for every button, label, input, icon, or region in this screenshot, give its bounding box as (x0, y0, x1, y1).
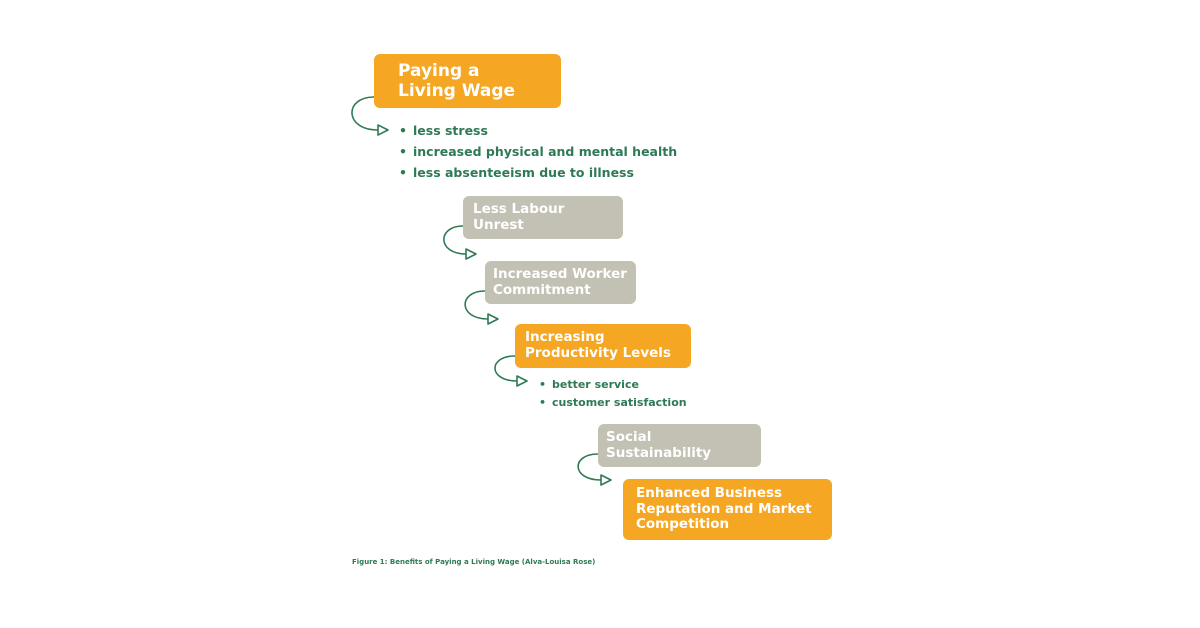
step-increased-worker-commitment: Increased Worker Commitment (485, 261, 636, 304)
step-label-line: Increasing (525, 329, 605, 346)
arrowhead-1 (377, 124, 389, 136)
arrow-4 (494, 355, 518, 382)
list-item: better service (539, 376, 687, 394)
productivity-benefits-list: better service customer satisfaction (539, 376, 687, 412)
step-enhanced-business-reputation: Enhanced Business Reputation and Market … (623, 479, 832, 540)
figure-caption: Figure 1: Benefits of Paying a Living Wa… (352, 558, 596, 566)
step-label-line: Commitment (493, 281, 591, 298)
list-item: increased physical and mental health (399, 141, 677, 162)
step-less-labour-unrest: Less Labour Unrest (463, 196, 623, 239)
step-label-line: Social Sustainability (606, 428, 712, 461)
arrow-3 (464, 290, 489, 320)
list-item: less stress (399, 120, 677, 141)
step-increasing-productivity-levels: Increasing Productivity Levels (515, 324, 691, 368)
arrowhead-2 (465, 248, 477, 260)
arrow-1 (351, 96, 379, 131)
step-label-line: Productivity Levels (525, 345, 671, 361)
step-label-line: Enhanced Business (636, 484, 783, 501)
step-paying-living-wage: Paying a Living Wage (374, 54, 561, 108)
arrowhead-3 (487, 313, 499, 325)
arrow-2 (443, 225, 467, 255)
arrowhead-4 (516, 375, 528, 387)
step-label-line: Competition (636, 516, 730, 533)
step-label-line: Living Wage (398, 81, 516, 101)
step-social-sustainability: Social Sustainability (598, 424, 761, 467)
list-item: less absenteeism due to illness (399, 162, 677, 183)
step-label-line: Increased Worker (493, 265, 627, 282)
step-label-line: Reputation and Market (636, 500, 812, 517)
living-wage-benefits-list: less stress increased physical and menta… (399, 120, 677, 183)
arrow-5 (577, 453, 602, 481)
step-label-line: Less Labour Unrest (473, 200, 565, 233)
arrowhead-5 (600, 474, 612, 486)
step-label-line: Paying a (398, 60, 480, 81)
list-item: customer satisfaction (539, 394, 687, 412)
